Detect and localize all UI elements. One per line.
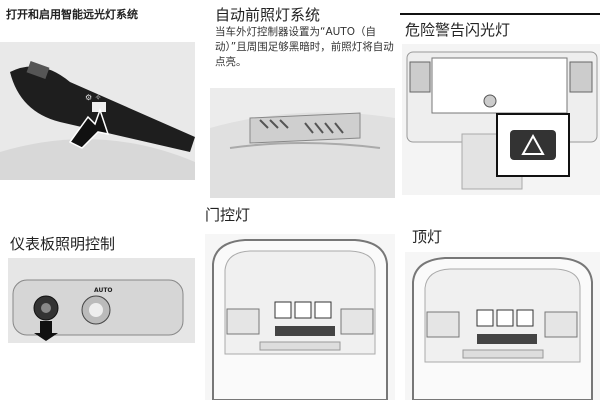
section-title-courtesy-lamps: 门控灯 <box>205 206 251 224</box>
courtesy-lamp-console-illustration <box>205 234 395 400</box>
section-title-auto-headlamp: 自动前照灯系统 <box>215 6 321 24</box>
section-title-hazard-flashers: 危险警告闪光灯 <box>405 21 511 39</box>
turn-signal-lever-illustration: ⚙ ✧ <box>0 42 195 180</box>
section-title-dome-lamps: 顶灯 <box>412 228 443 246</box>
dashboard-sensor-illustration <box>210 88 395 198</box>
auto-headlamp-description: 当车外灯控制器设置为“AUTO（自动）”且周围足够黑暗时，前照灯将自动点亮。 <box>215 26 394 68</box>
auto-knob-label: AUTO <box>94 287 113 294</box>
section-title-smart-high-beam: 打开和启用智能远光灯系统 <box>6 8 138 21</box>
illumination-control-illustration: AUTO <box>8 258 195 343</box>
section-divider <box>400 13 600 15</box>
hazard-button-illustration <box>402 44 600 195</box>
section-title-instrument-panel-illumination: 仪表板照明控制 <box>10 235 116 253</box>
dome-lamp-console-illustration <box>405 252 600 400</box>
svg-text:⚙ ✧: ⚙ ✧ <box>85 93 102 102</box>
